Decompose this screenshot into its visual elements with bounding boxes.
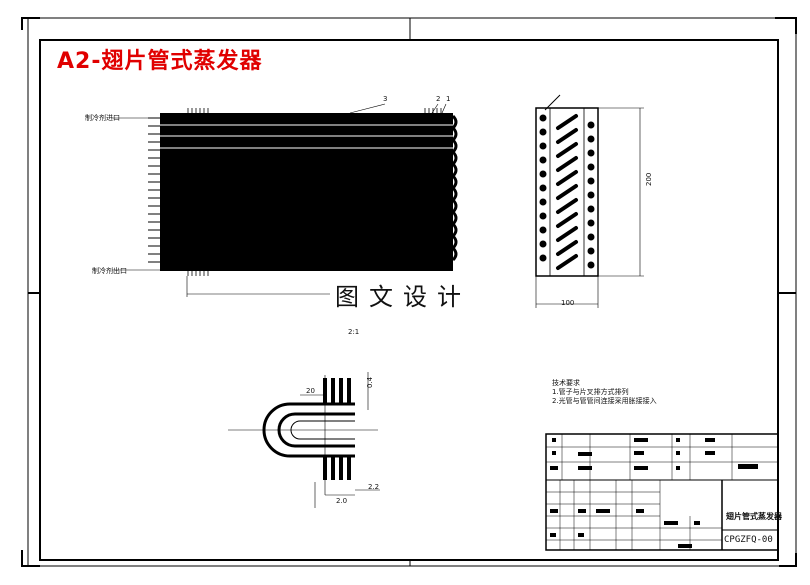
part-3-label: 3 bbox=[383, 95, 388, 103]
title-block-code: CPGZFQ-00 bbox=[724, 535, 773, 545]
inlet-label: 制冷剂进口 bbox=[85, 114, 120, 122]
height-dimension: 200 bbox=[645, 172, 653, 186]
title-block-marks bbox=[550, 438, 758, 548]
width-dimension: 100 bbox=[561, 299, 575, 307]
detail-view bbox=[228, 372, 380, 508]
dimension-2-2: 2.2 bbox=[368, 483, 380, 491]
main-view bbox=[112, 103, 458, 297]
notes-line-1: 1.管子与片叉排方式排列 bbox=[552, 388, 629, 396]
title-block bbox=[545, 433, 779, 551]
scale-label: 2:1 bbox=[348, 328, 360, 336]
dimension-0-4: 0.4 bbox=[366, 376, 374, 388]
part-2-label: 2 bbox=[436, 95, 441, 103]
side-view bbox=[535, 94, 644, 308]
dimension-20: 20 bbox=[306, 387, 315, 395]
dimension-2-0: 2.0 bbox=[336, 497, 348, 505]
title-block-name: 翅片管式蒸发器 bbox=[726, 512, 782, 521]
inner-frame bbox=[39, 39, 779, 561]
part-1-label: 1 bbox=[446, 95, 451, 103]
outlet-label: 制冷剂出口 bbox=[92, 267, 127, 275]
notes-heading: 技术要求 bbox=[552, 379, 580, 387]
watermark-text: 图文设计 bbox=[333, 277, 473, 312]
notes-line-2: 2.光管与管管间连接采用胀接接入 bbox=[552, 397, 657, 405]
drawing-title: A2-翅片管式蒸发器 bbox=[57, 49, 263, 74]
